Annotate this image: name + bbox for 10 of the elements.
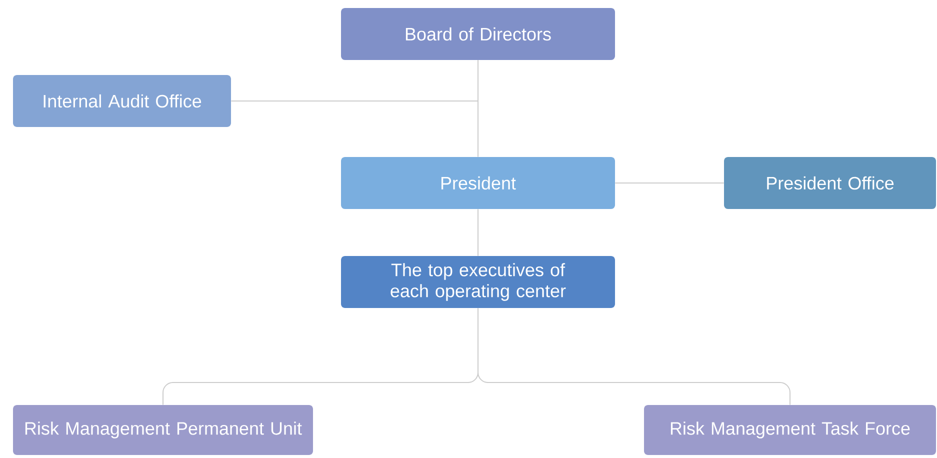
org-box: Risk Management Permanent Unit <box>13 405 313 455</box>
connector-line <box>478 308 790 406</box>
org-box: President Office <box>724 157 936 209</box>
org-box: The top executives of each operating center <box>341 256 615 308</box>
org-box: Board of Directors <box>341 8 615 60</box>
org-box: Internal Audit Office <box>13 75 231 127</box>
connector-line <box>614 182 724 184</box>
connector-line <box>230 60 478 102</box>
org-box: President <box>341 157 615 209</box>
org-box: Risk Management Task Force <box>644 405 936 455</box>
